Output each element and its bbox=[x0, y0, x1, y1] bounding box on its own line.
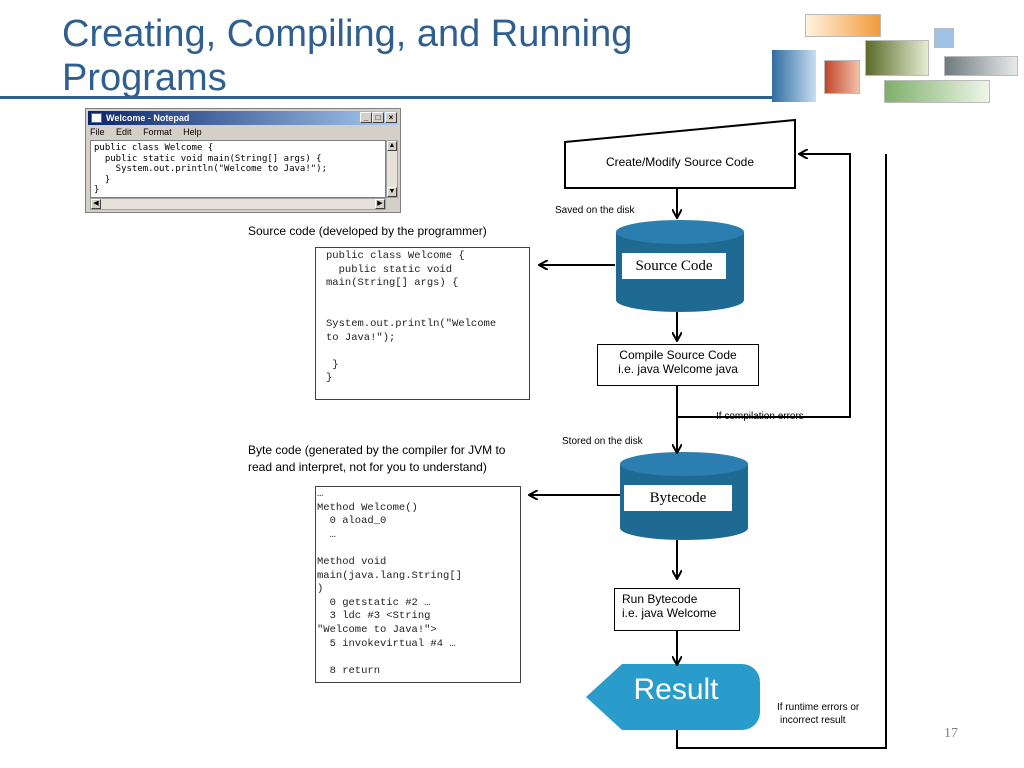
page-number: 17 bbox=[944, 726, 958, 741]
scroll-left-icon[interactable]: ◀ bbox=[91, 199, 101, 209]
menu-edit[interactable]: Edit bbox=[116, 127, 132, 137]
source-code-label: Source code (developed by the programmer… bbox=[248, 224, 487, 238]
run-line-2: i.e. java Welcome bbox=[622, 606, 717, 620]
menu-format[interactable]: Format bbox=[143, 127, 172, 137]
saved-on-disk-label: Saved on the disk bbox=[555, 205, 635, 216]
deco-square-blue-large bbox=[772, 50, 816, 102]
deco-square-green bbox=[884, 80, 990, 103]
deco-square-orange bbox=[805, 14, 881, 37]
byte-code-box: … Method Welcome() 0 aload_0 … Method vo… bbox=[315, 486, 521, 683]
close-button[interactable]: × bbox=[385, 112, 397, 123]
notepad-window: Welcome - Notepad _ □ × File Edit Format… bbox=[85, 108, 401, 213]
notepad-text-area[interactable]: public class Welcome { public static voi… bbox=[90, 140, 386, 198]
result-shape bbox=[586, 664, 760, 730]
horizontal-scrollbar[interactable]: ◀ ▶ bbox=[90, 198, 386, 210]
stored-on-disk-label: Stored on the disk bbox=[562, 436, 643, 447]
notepad-code: public class Welcome { public static voi… bbox=[94, 143, 327, 195]
notepad-title: Welcome - Notepad bbox=[106, 113, 190, 123]
notepad-titlebar: Welcome - Notepad _ □ × bbox=[88, 111, 398, 125]
deco-square-olive bbox=[865, 40, 929, 76]
compile-box: Compile Source Code i.e. java Welcome ja… bbox=[597, 344, 759, 386]
runtime-errors-label: If runtime errors or incorrect result bbox=[777, 701, 859, 727]
notepad-app-icon bbox=[91, 113, 102, 123]
bytecode-store-label: Bytecode bbox=[623, 484, 733, 512]
runtime-errors-line-2: incorrect result bbox=[780, 715, 846, 726]
compile-line-1: Compile Source Code bbox=[619, 348, 737, 362]
minimize-button[interactable]: _ bbox=[360, 112, 372, 123]
deco-square-red bbox=[824, 60, 860, 94]
create-modify-shape bbox=[564, 118, 796, 189]
byte-code-text: … Method Welcome() 0 aload_0 … Method vo… bbox=[317, 488, 462, 677]
compile-line-2: i.e. java Welcome java bbox=[618, 362, 738, 376]
run-box: Run Bytecode i.e. java Welcome bbox=[614, 588, 740, 631]
scroll-down-icon[interactable]: ▼ bbox=[387, 187, 397, 197]
runtime-errors-line-1: If runtime errors or bbox=[777, 702, 860, 713]
runtime-error-loop bbox=[676, 154, 887, 749]
title-rule bbox=[0, 96, 776, 99]
scroll-right-icon[interactable]: ▶ bbox=[375, 199, 385, 209]
result-label: Result bbox=[633, 673, 719, 706]
maximize-button[interactable]: □ bbox=[372, 112, 384, 123]
byte-code-label-line-1: Byte code (generated by the compiler for… bbox=[248, 443, 506, 457]
run-line-1: Run Bytecode bbox=[622, 592, 698, 606]
menu-file[interactable]: File bbox=[90, 127, 105, 137]
compilation-error-loop bbox=[677, 154, 851, 418]
byte-code-label-line-2: read and interpret, not for you to under… bbox=[248, 460, 487, 474]
deco-square-gray bbox=[944, 56, 1018, 76]
compilation-errors-label: If compilation errors bbox=[716, 411, 804, 422]
source-code-store-label: Source Code bbox=[621, 252, 727, 280]
deco-square-blue-small bbox=[934, 28, 954, 48]
menu-help[interactable]: Help bbox=[183, 127, 202, 137]
create-modify-label: Create/Modify Source Code bbox=[605, 155, 755, 169]
source-code-box: public class Welcome { public static voi… bbox=[315, 247, 530, 400]
slide-title: Creating, Compiling, and Running Program… bbox=[62, 12, 762, 100]
slide-title-line-2: Programs bbox=[62, 57, 227, 99]
source-code-text: public class Welcome { public static voi… bbox=[326, 250, 497, 385]
slide-title-line-1: Creating, Compiling, and Running bbox=[62, 13, 633, 55]
notepad-menubar: File Edit Format Help bbox=[90, 127, 211, 137]
byte-code-label: Byte code (generated by the compiler for… bbox=[248, 442, 505, 476]
scroll-up-icon[interactable]: ▲ bbox=[387, 141, 397, 151]
vertical-scrollbar[interactable]: ▲ ▼ bbox=[386, 140, 398, 198]
